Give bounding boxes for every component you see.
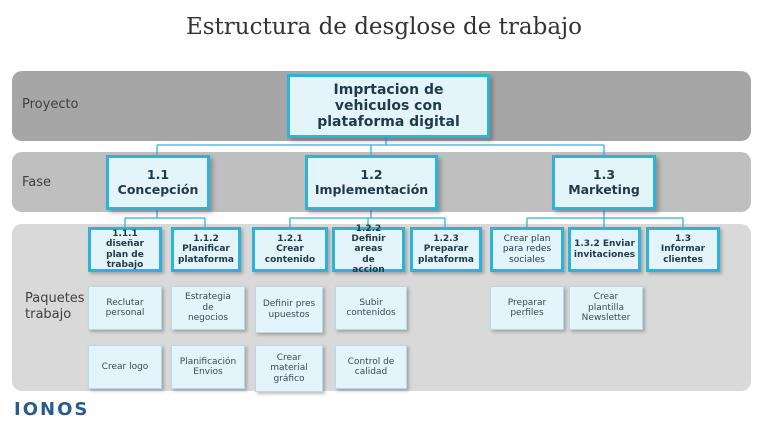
ionos-logo: IONOS [14,399,90,420]
band-label-phase: Fase [22,175,52,190]
project-node: Imprtacion de vehiculos con plataforma d… [287,74,490,138]
task-crear-plantilla-newsletter: Crear plantilla Newsletter [569,286,643,330]
diagram-title: Estructura de desglose de trabajo [185,14,583,40]
task-preparar-perfiles: Preparar perfiles [490,286,564,330]
task-subir-contenidos: Subir contenidos [335,286,407,330]
package-1-1-2: 1.1.2 Planificar plataforma [171,227,241,272]
package-1-1-1: 1.1.1 diseñar plan de trabajo [88,227,162,272]
package-1-2-3: 1.2.3 Preparar plataforma [410,227,482,272]
task-crear-logo: Crear logo [88,345,162,389]
package-1-3-1: Crear plan para redes sociales [490,227,564,272]
task-definir-presupuestos: Definir presupuestos [255,286,323,333]
package-1-2-1: 1.2.1 Crear contenido [252,227,328,272]
task-control-calidad: Control de calidad [335,345,407,389]
task-planificacion-envios: Planificación Envios [171,345,245,389]
task-reclutar-personal: Reclutar personal [88,286,162,330]
task-crear-material-grafico: Crear material gráfico [255,345,323,392]
phase-node-concepcion: 1.1 Concepción [106,155,210,210]
phase-node-marketing: 1.3 Marketing [552,155,656,210]
package-1-3-2: 1.3.2 Enviar invitaciones [568,227,641,272]
phase-node-implementacion: 1.2 Implementación [305,155,438,210]
band-label-project: Proyecto [22,97,79,112]
package-1-2-2: 1.2.2 Definir areas de accion [332,224,405,275]
package-1-3-3: 1.3 Informar clientes [646,227,720,272]
band-label-packages: Paquetes trabajo [25,291,85,322]
task-estrategia-negocios: Estrategia de negocios [171,286,245,330]
